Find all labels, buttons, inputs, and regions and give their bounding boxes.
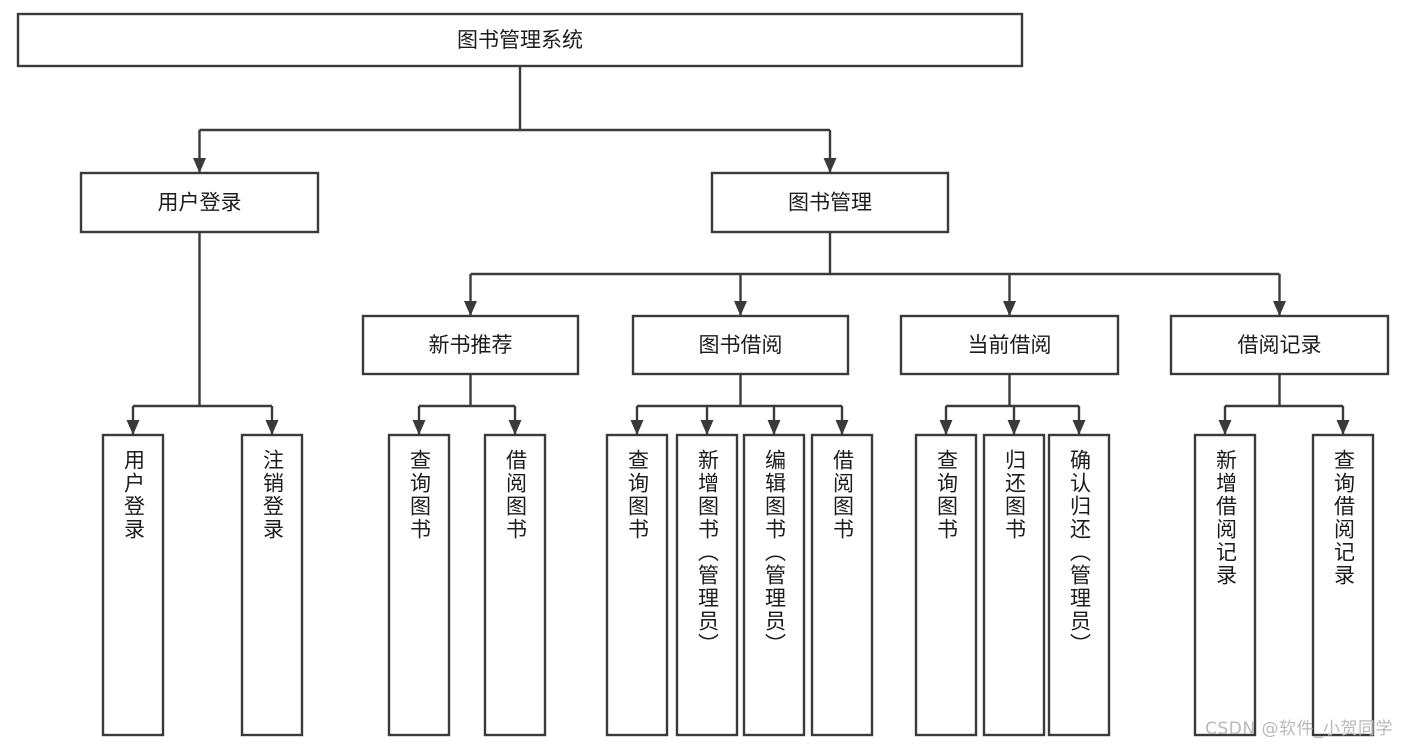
- level3-node-0[interactable]: [361, 314, 580, 376]
- edge-arrow-head: [1003, 301, 1016, 316]
- level2-node-0[interactable]: [79, 171, 320, 234]
- level3-node-3-label: 借阅记录: [1238, 333, 1322, 357]
- edge-arrow-head: [835, 420, 849, 435]
- level3-node-3[interactable]: [1169, 314, 1390, 376]
- edge-arrow-head: [1218, 420, 1232, 435]
- leaf-node-7[interactable]: [810, 433, 874, 737]
- edge-arrow-head: [700, 420, 714, 435]
- leaf-node-0[interactable]: [101, 433, 165, 737]
- root-node-图书管理系统[interactable]: [16, 12, 1024, 68]
- leaf-node-11[interactable]: [1193, 433, 1257, 737]
- level2-node-1-label: 图书管理: [788, 191, 872, 215]
- edge-arrow-head: [464, 301, 477, 316]
- level3-node-0-label: 新书推荐: [429, 333, 513, 357]
- leaf-node-12[interactable]: [1311, 433, 1375, 737]
- leaf-node-5[interactable]: [675, 433, 739, 737]
- level3-node-1[interactable]: [631, 314, 850, 376]
- edge-arrow-head: [1336, 420, 1350, 435]
- edge-arrow-head: [939, 420, 953, 435]
- edge-arrow-head: [193, 158, 206, 173]
- level3-node-2-label: 当前借阅: [968, 333, 1052, 357]
- edge-arrow-head: [734, 301, 747, 316]
- leaf-node-2[interactable]: [387, 433, 451, 737]
- edge-arrow-head: [126, 420, 140, 435]
- leaf-node-8[interactable]: [914, 433, 978, 737]
- leaf-node-4[interactable]: [605, 433, 669, 737]
- leaf-node-6[interactable]: [742, 433, 806, 737]
- edge-arrow-head: [823, 158, 837, 173]
- edge-arrow-head: [767, 420, 781, 435]
- leaf-node-1[interactable]: [240, 433, 304, 737]
- edge-arrow-head: [265, 420, 279, 435]
- csdn-watermark: CSDN @软件_小贺同学: [1205, 719, 1393, 739]
- connectors-layer: [126, 66, 1350, 435]
- edge-arrow-head: [630, 420, 644, 435]
- edge-arrow-head: [1072, 420, 1086, 435]
- edge-arrow-head: [1273, 301, 1286, 316]
- leaf-node-3[interactable]: [483, 433, 547, 737]
- leaf-node-10[interactable]: [1047, 433, 1111, 737]
- leaf-node-9[interactable]: [982, 433, 1046, 737]
- boxes-layer: [16, 12, 1390, 737]
- root-node-图书管理系统-label: 图书管理系统: [457, 28, 583, 52]
- level2-node-0-label: 用户登录: [158, 191, 242, 215]
- level2-node-1[interactable]: [710, 171, 950, 234]
- level3-node-1-label: 图书借阅: [699, 333, 783, 357]
- level3-node-2[interactable]: [899, 314, 1120, 376]
- edge-arrow-head: [508, 420, 522, 435]
- edge-arrow-head: [1007, 420, 1021, 435]
- edge-arrow-head: [412, 420, 426, 435]
